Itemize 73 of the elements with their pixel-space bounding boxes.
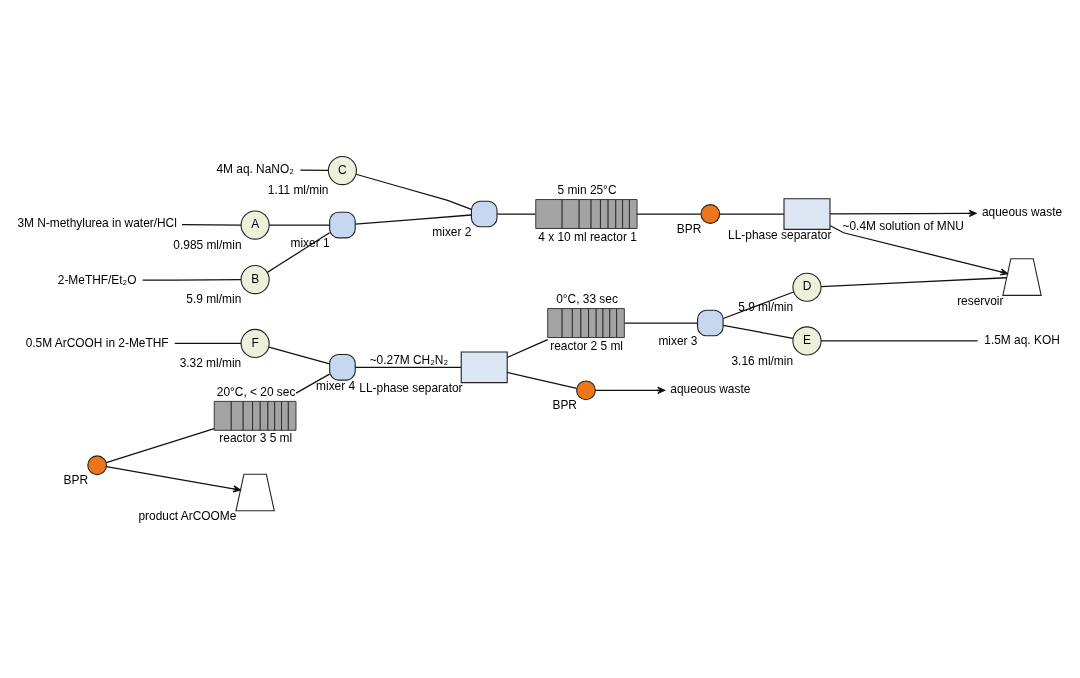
node-flask: [1002, 258, 1042, 296]
node-box: [697, 309, 724, 337]
connector: [722, 291, 795, 320]
connector: [636, 213, 702, 215]
node-circle: E: [792, 326, 822, 356]
connector: [266, 232, 331, 273]
node-circle: [87, 455, 108, 476]
connector: [299, 169, 329, 172]
node-label: 0°C, 33 sec: [556, 291, 618, 306]
node-text: 4M aq. NaNO₂: [216, 161, 294, 176]
node-label: LL-phase separator: [728, 227, 832, 242]
connector: [355, 173, 472, 211]
node-circle: [576, 380, 596, 401]
connector: [268, 224, 331, 226]
node-label: BPR: [63, 473, 89, 488]
node-label: 0.985 ml/min: [173, 237, 242, 252]
node-label: 5 min 25°C: [557, 182, 617, 197]
node-text: 2-MeTHF/Et₂O: [57, 272, 137, 287]
connector: [105, 427, 215, 464]
arrow: [829, 209, 977, 218]
node-box: [329, 354, 356, 381]
node-circle: F: [240, 328, 270, 359]
node-label: reactor 3 5 ml: [219, 431, 293, 446]
node-text: aqueous waste: [981, 205, 1063, 220]
node-label: mixer 2: [432, 225, 472, 240]
connector: [506, 371, 578, 389]
node-text: 3M N-methylurea in water/HCl: [17, 216, 177, 231]
node-label: LL-phase separator: [359, 381, 463, 396]
connector: [295, 373, 331, 394]
arrow: [829, 225, 1009, 276]
node-flask: [235, 473, 275, 512]
node-circle: A: [240, 210, 270, 240]
node-circle: B: [240, 265, 270, 295]
node-label: reactor 2 5 ml: [550, 338, 624, 353]
node-label: mixer 4: [316, 378, 356, 393]
connector: [142, 279, 242, 281]
node-label: BPR: [676, 221, 702, 236]
node-text: 0.5M ArCOOH in 2-MeTHF: [25, 335, 169, 350]
node-label: 3.16 ml/min: [731, 353, 794, 368]
connector: [496, 213, 536, 215]
node-box: [460, 351, 508, 384]
node-label: BPR: [552, 398, 577, 413]
connector: [719, 213, 785, 215]
connector: [820, 340, 979, 342]
node-circle: C: [327, 156, 358, 186]
node-circle: D: [792, 272, 822, 302]
node-label: reservoir: [957, 293, 1004, 308]
connector: [174, 342, 242, 345]
edge-label: ~0.4M solution of MNU: [842, 218, 964, 233]
connector: [354, 366, 462, 368]
node-label: 4 x 10 ml reactor 1: [538, 229, 637, 244]
node-text: 1.5M aq. KOH: [984, 333, 1060, 348]
connector: [820, 277, 1008, 288]
node-label: 20°C, < 20 sec: [216, 384, 296, 399]
connector: [181, 224, 242, 226]
node-circle: [700, 204, 721, 224]
node-label: 3.32 ml/min: [179, 356, 242, 371]
edge-label: ~0.27M CH₂N₂: [369, 353, 449, 368]
connector: [354, 214, 472, 225]
node-label: 1.11 ml/min: [267, 183, 329, 198]
node-label: 5.9 ml/min: [186, 292, 242, 307]
connector: [624, 322, 698, 324]
arrow: [595, 386, 666, 394]
node-label: product ArCOOMe: [138, 509, 237, 524]
node-box: [470, 200, 498, 228]
node-label: mixer 3: [658, 334, 698, 349]
connector: [506, 339, 549, 359]
node-box: [783, 198, 831, 230]
connector: [268, 346, 331, 365]
node-box: [329, 211, 356, 239]
arrow: [105, 466, 241, 493]
node-text: aqueous waste: [670, 382, 751, 397]
connector: [722, 324, 794, 340]
